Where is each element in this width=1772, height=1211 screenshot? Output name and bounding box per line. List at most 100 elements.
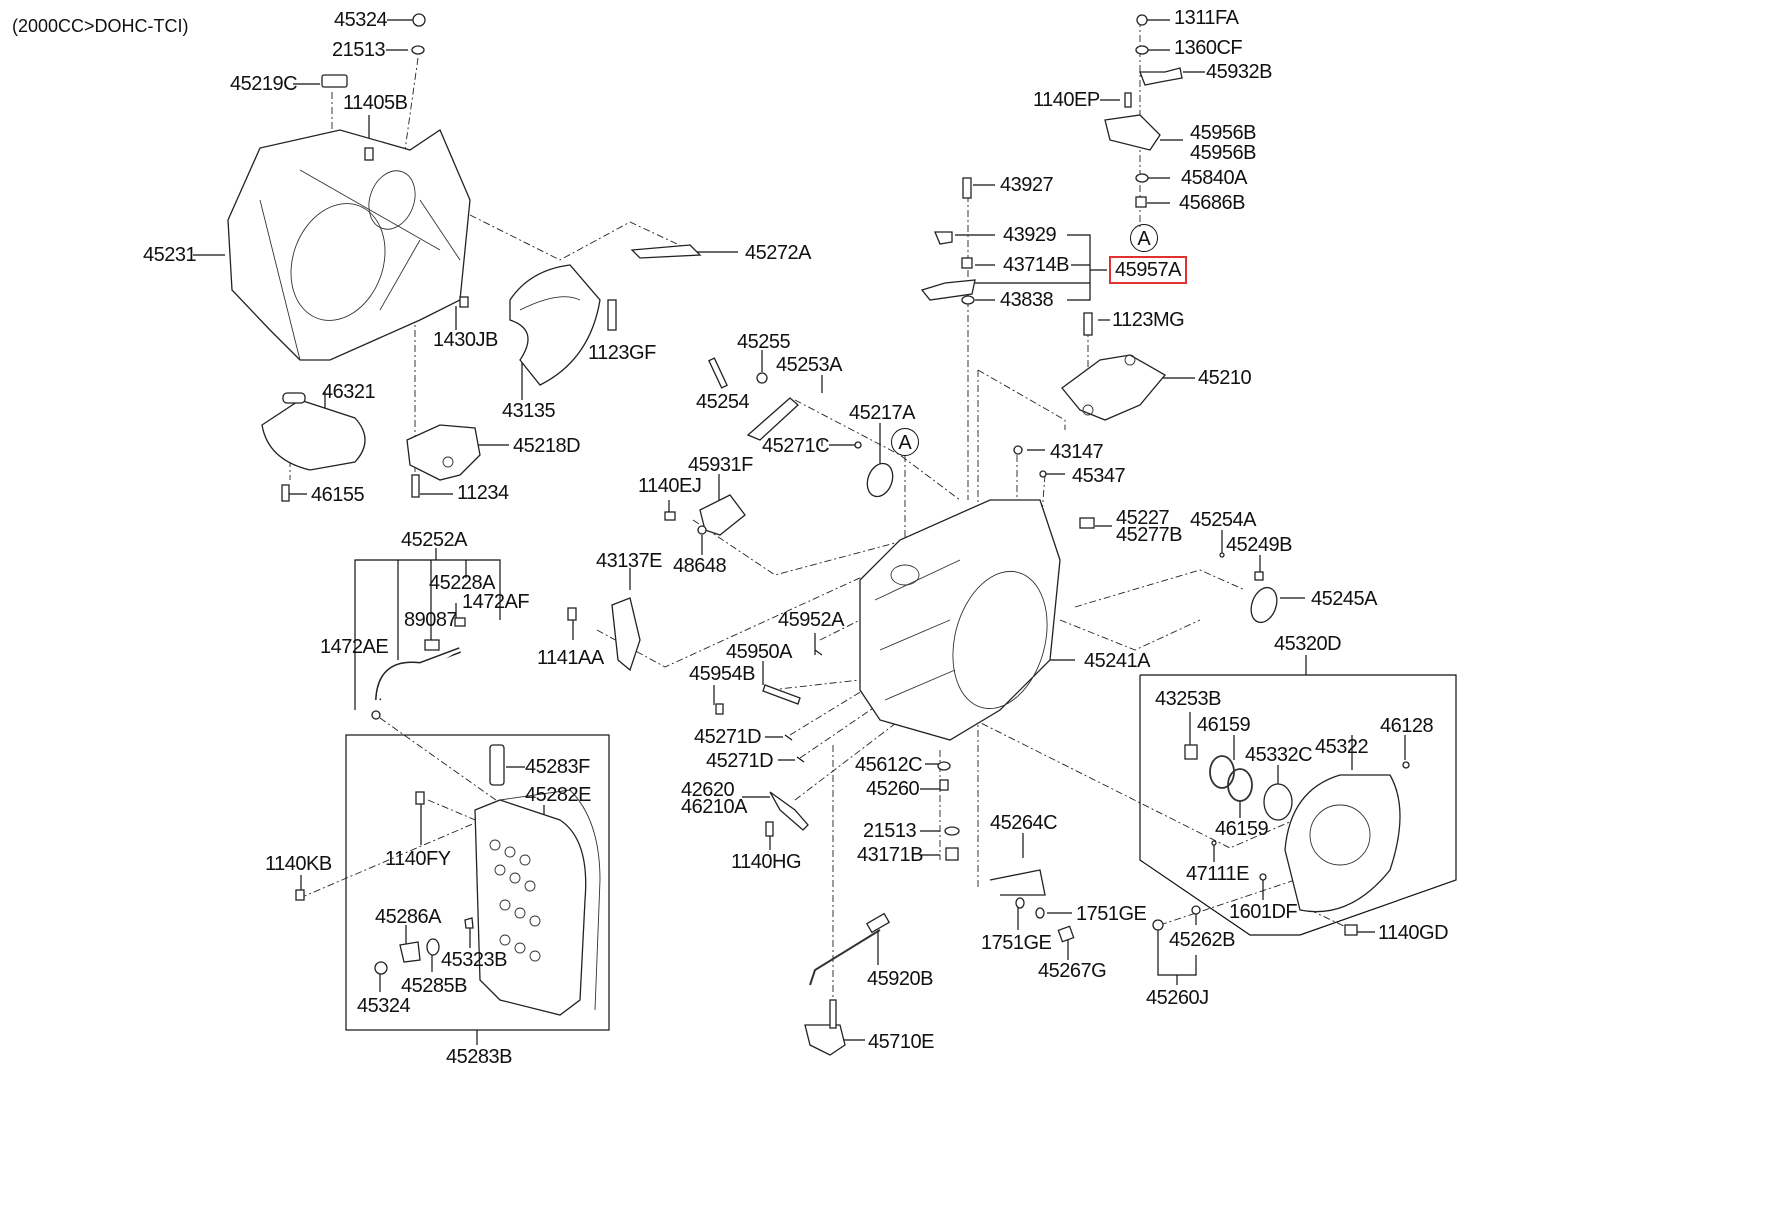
part-label-45320D[interactable]: 45320D [1274, 633, 1342, 655]
part-label-45956B-1[interactable]: 45956B [1190, 122, 1256, 144]
part-label-43838[interactable]: 43838 [1000, 289, 1054, 311]
part-label-45282E[interactable]: 45282E [525, 784, 591, 806]
part-label-45324-bottom[interactable]: 45324 [357, 995, 411, 1017]
part-label-1140GD[interactable]: 1140GD [1378, 922, 1449, 944]
part-label-1140HG[interactable]: 1140HG [731, 851, 802, 873]
part-label-43137E[interactable]: 43137E [596, 550, 662, 572]
part-label-46155[interactable]: 46155 [311, 484, 365, 506]
part-label-45686B[interactable]: 45686B [1179, 192, 1245, 214]
reference-marker-a-lower: A [891, 428, 919, 456]
part-label-46321[interactable]: 46321 [322, 381, 376, 403]
part-label-46210A[interactable]: 46210A [681, 796, 747, 818]
part-label-1430JB[interactable]: 1430JB [433, 329, 498, 351]
part-label-45245A[interactable]: 45245A [1311, 588, 1377, 610]
part-label-43171B[interactable]: 43171B [857, 844, 923, 866]
part-label-45254A[interactable]: 45254A [1190, 509, 1256, 531]
part-label-43927[interactable]: 43927 [1000, 174, 1054, 196]
part-label-1141AA[interactable]: 1141AA [537, 647, 604, 669]
part-label-45271D-2[interactable]: 45271D [706, 750, 774, 772]
part-label-45249B[interactable]: 45249B [1226, 534, 1292, 556]
part-label-45254[interactable]: 45254 [696, 391, 750, 413]
part-label-21513-bottom[interactable]: 21513 [863, 820, 917, 842]
part-label-45217A[interactable]: 45217A [849, 402, 915, 424]
part-label-43147[interactable]: 43147 [1050, 441, 1104, 463]
part-label-45283F[interactable]: 45283F [525, 756, 590, 778]
part-label-45227[interactable]: 45227 [1116, 507, 1170, 529]
part-label-45950A[interactable]: 45950A [726, 641, 792, 663]
part-45241A-main-case [859, 499, 1061, 741]
part-label-43714B[interactable]: 43714B [1003, 254, 1069, 276]
part-label-1140FY[interactable]: 1140FY [385, 848, 451, 870]
part-label-45253A[interactable]: 45253A [776, 354, 842, 376]
part-label-46159-1[interactable]: 46159 [1197, 714, 1251, 736]
part-label-1472AE[interactable]: 1472AE [320, 636, 389, 658]
part-label-21513-top[interactable]: 21513 [332, 39, 386, 61]
part-label-45271D-1[interactable]: 45271D [694, 726, 762, 748]
part-label-45283B[interactable]: 45283B [446, 1046, 512, 1068]
part-label-43135[interactable]: 43135 [502, 400, 556, 422]
part-label-42620[interactable]: 42620 [681, 779, 735, 801]
part-label-45323B[interactable]: 45323B [441, 949, 507, 971]
part-45218D-bracket [406, 424, 481, 481]
part-label-47111E[interactable]: 47111E [1186, 863, 1250, 885]
part-label-45267G[interactable]: 45267G [1038, 960, 1107, 982]
part-label-45255[interactable]: 45255 [737, 331, 791, 353]
part-label-45228A[interactable]: 45228A [429, 572, 495, 594]
part-label-1140EP[interactable]: 1140EP [1033, 89, 1100, 111]
part-label-45210[interactable]: 45210 [1198, 367, 1252, 389]
part-label-45347[interactable]: 45347 [1072, 465, 1126, 487]
part-label-45231[interactable]: 45231 [143, 244, 197, 266]
part-label-89087[interactable]: 89087 [404, 609, 458, 631]
group-outlines [345, 674, 1457, 1031]
part-label-45840A[interactable]: 45840A [1181, 167, 1247, 189]
part-45282E-valve-body [474, 789, 601, 1016]
part-label-46128[interactable]: 46128 [1380, 715, 1434, 737]
part-label-45219C[interactable]: 45219C [230, 73, 298, 95]
part-label-45957A-highlighted[interactable]: 45957A [1109, 256, 1187, 284]
part-label-45272A[interactable]: 45272A [745, 242, 811, 264]
part-label-45260J[interactable]: 45260J [1146, 987, 1209, 1009]
part-label-45218D[interactable]: 45218D [513, 435, 581, 457]
part-label-45920B[interactable]: 45920B [867, 968, 933, 990]
part-label-45277B[interactable]: 45277B [1116, 524, 1182, 546]
part-label-45931F[interactable]: 45931F [688, 454, 753, 476]
part-label-45260[interactable]: 45260 [866, 778, 920, 800]
part-label-1751GE-2[interactable]: 1751GE [981, 932, 1052, 954]
part-45210-bracket [1061, 354, 1166, 421]
part-label-45612C[interactable]: 45612C [855, 754, 923, 776]
part-46321-filter [261, 392, 366, 471]
part-label-45952A[interactable]: 45952A [778, 609, 844, 631]
part-label-46159-2[interactable]: 46159 [1215, 818, 1269, 840]
part-label-45262B[interactable]: 45262B [1169, 929, 1235, 951]
part-label-1140KB[interactable]: 1140KB [265, 853, 332, 875]
part-45231-bellhousing [227, 129, 471, 361]
part-label-45285B[interactable]: 45285B [401, 975, 467, 997]
part-label-48648[interactable]: 48648 [673, 555, 727, 577]
part-label-45954B[interactable]: 45954B [689, 663, 755, 685]
part-label-45324-top[interactable]: 45324 [334, 9, 388, 31]
part-label-1140EJ[interactable]: 1140EJ [638, 475, 702, 497]
part-label-1311FA[interactable]: 1311FA [1174, 7, 1239, 29]
part-label-45241A[interactable]: 45241A [1084, 650, 1150, 672]
part-label-11405B[interactable]: 11405B [343, 92, 408, 114]
part-label-45932B[interactable]: 45932B [1206, 61, 1272, 83]
part-label-1360CF[interactable]: 1360CF [1174, 37, 1243, 59]
part-label-43929[interactable]: 43929 [1003, 224, 1057, 246]
part-label-45332C[interactable]: 45332C [1245, 744, 1313, 766]
part-label-1123MG[interactable]: 1123MG [1112, 309, 1185, 331]
small-parts [281, 13, 1410, 1056]
part-label-43253B[interactable]: 43253B [1155, 688, 1221, 710]
part-label-45271C[interactable]: 45271C [762, 435, 830, 457]
part-label-1472AF[interactable]: 1472AF [462, 591, 530, 613]
part-label-1601DF[interactable]: 1601DF [1229, 901, 1298, 923]
part-label-1123GF[interactable]: 1123GF [588, 342, 656, 364]
part-label-45252A[interactable]: 45252A [401, 529, 467, 551]
part-label-45322[interactable]: 45322 [1315, 736, 1369, 758]
part-label-45264C[interactable]: 45264C [990, 812, 1058, 834]
part-label-11234[interactable]: 11234 [457, 482, 509, 504]
part-label-45286A[interactable]: 45286A [375, 906, 441, 928]
part-label-45710E[interactable]: 45710E [868, 1031, 934, 1053]
part-label-1751GE-1[interactable]: 1751GE [1076, 903, 1147, 925]
part-label-45956B-2[interactable]: 45956B [1190, 142, 1256, 164]
